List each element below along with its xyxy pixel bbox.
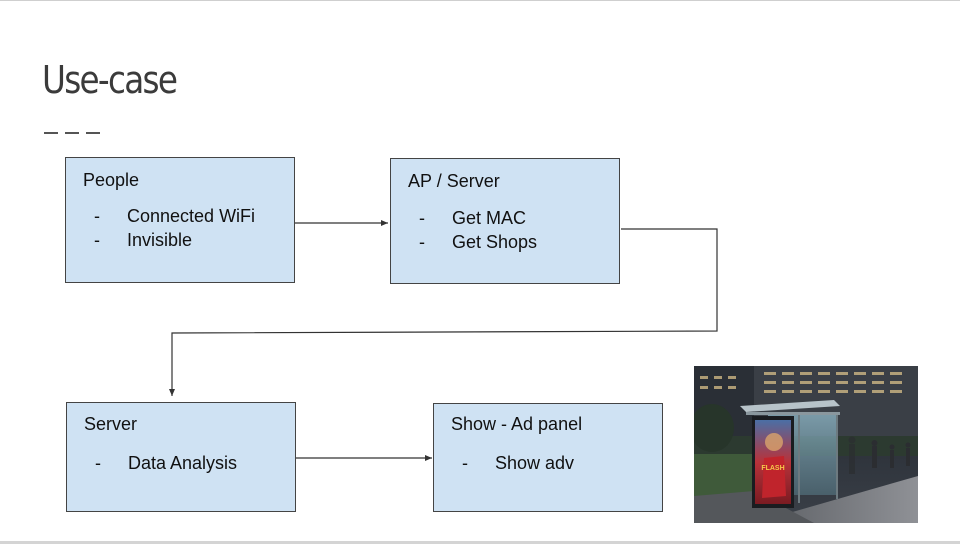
box-ap-server-title: AP / Server	[408, 171, 500, 191]
list-item-text: Get Shops	[452, 232, 538, 252]
bullet-dash: -	[419, 208, 425, 228]
box-people-title: People	[83, 170, 140, 190]
slide-bottom-border	[0, 541, 960, 544]
box-ap-server-list: - Get MAC - Get Shops	[419, 206, 537, 254]
list-item: - Invisible	[94, 228, 255, 252]
bullet-dash: -	[94, 206, 100, 226]
box-show-ad-panel-title: Show - Ad panel	[451, 414, 583, 434]
ad-poster-wordmark: FLASH	[761, 465, 784, 472]
box-people: People - Connected WiFi - Invisible	[65, 157, 295, 283]
list-item-text: Show adv	[495, 453, 575, 473]
list-item-text: Get MAC	[452, 208, 527, 228]
bullet-dash: -	[95, 453, 101, 473]
title-underline-dashes	[44, 132, 107, 150]
slide-title: Use-case	[42, 58, 178, 102]
list-item: - Show adv	[462, 451, 574, 475]
bus-shelter-ad-image: FLASH	[694, 366, 918, 523]
box-show-ad-panel: Show - Ad panel - Show adv	[433, 403, 663, 512]
list-item: - Get MAC	[419, 206, 537, 230]
list-item-text: Data Analysis	[128, 453, 238, 473]
list-item-text: Invisible	[127, 230, 193, 250]
bullet-dash: -	[94, 230, 100, 250]
arrow-ap-server-to-server	[169, 228, 718, 396]
bus-shelter-ad-photo: FLASH	[694, 366, 918, 523]
box-show-ad-panel-list: - Show adv	[462, 451, 574, 475]
bullet-dash: -	[462, 453, 468, 473]
slide-top-border	[0, 0, 960, 1]
list-item: - Data Analysis	[95, 451, 237, 475]
list-item-text: Connected WiFi	[127, 206, 256, 226]
box-server-list: - Data Analysis	[95, 451, 237, 475]
box-people-list: - Connected WiFi - Invisible	[94, 204, 255, 252]
bullet-dash: -	[419, 232, 425, 252]
list-item: - Get Shops	[419, 230, 537, 254]
box-ap-server: AP / Server - Get MAC - Get Shops	[390, 158, 620, 284]
list-item: - Connected WiFi	[94, 204, 255, 228]
box-server-title: Server	[84, 414, 138, 434]
box-server: Server - Data Analysis	[66, 402, 296, 512]
